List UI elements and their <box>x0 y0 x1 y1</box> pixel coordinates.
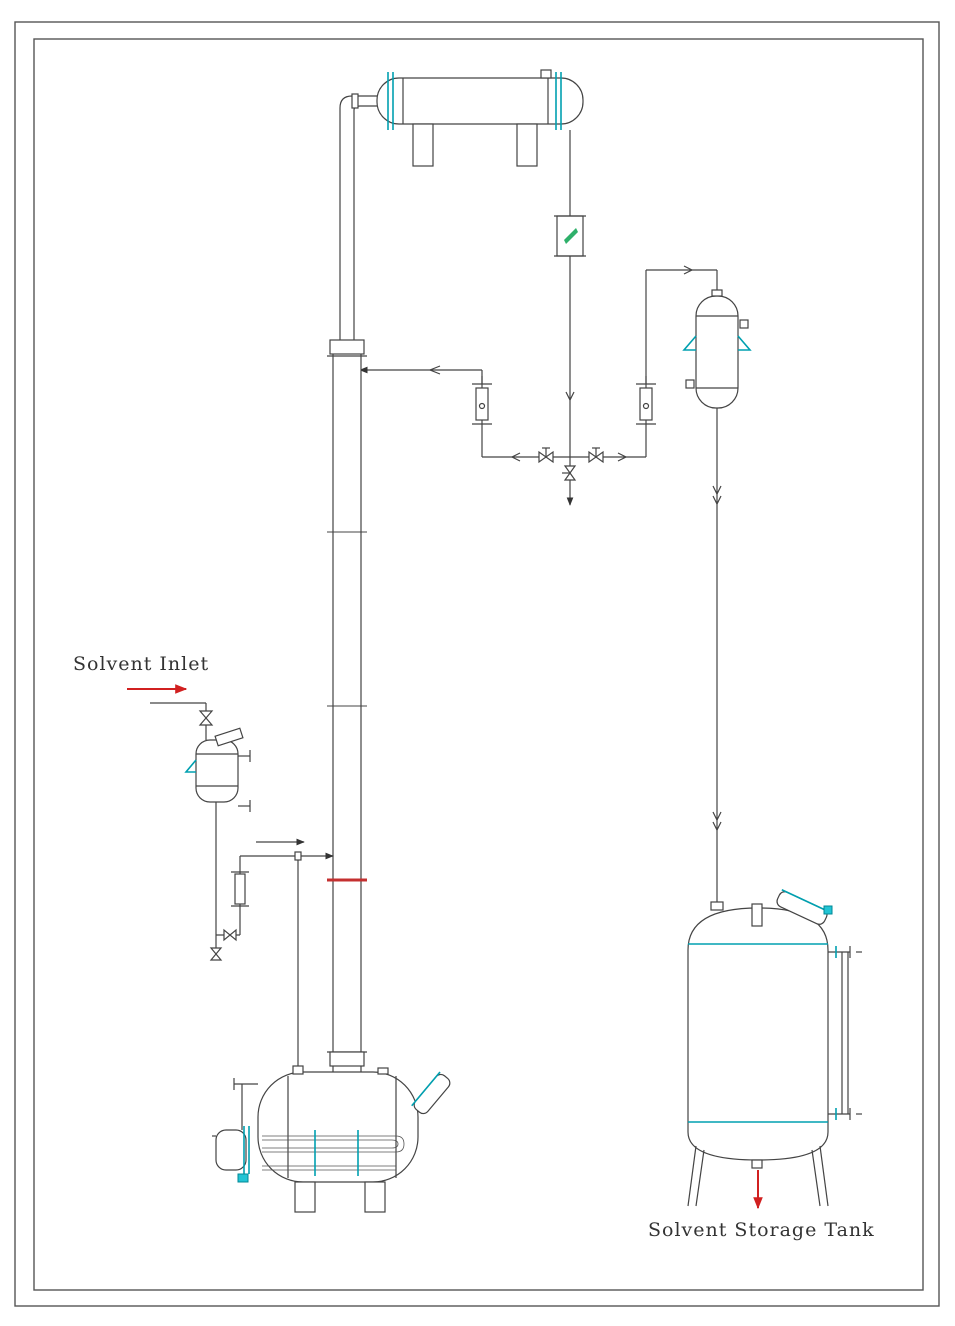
distillation-column <box>327 339 367 1079</box>
reflux-manifold <box>481 376 647 462</box>
solvent-inlet: Solvent Inlet <box>73 653 214 740</box>
solvent-inlet-label: Solvent Inlet <box>73 653 209 675</box>
manifold-valve-right <box>588 447 604 464</box>
receiver-tank <box>682 289 752 409</box>
solvent-storage-tank <box>687 889 862 1210</box>
inlet-valve <box>198 710 214 726</box>
feed-tank <box>184 727 251 812</box>
transfer-line <box>712 408 722 904</box>
reflux-flowmeter-right <box>636 265 718 425</box>
vapour-pipe <box>339 93 377 340</box>
reflux-flowmeter-left <box>359 365 492 425</box>
drawing-frame <box>14 21 940 1307</box>
feed-line <box>209 802 334 1070</box>
reboiler <box>212 1065 451 1213</box>
manifold-valve-left <box>538 447 554 464</box>
drain-valve <box>562 465 577 481</box>
condensate-line <box>554 130 586 506</box>
solvent-storage-tank-label: Solvent Storage Tank <box>648 1219 875 1241</box>
condenser <box>376 69 584 167</box>
